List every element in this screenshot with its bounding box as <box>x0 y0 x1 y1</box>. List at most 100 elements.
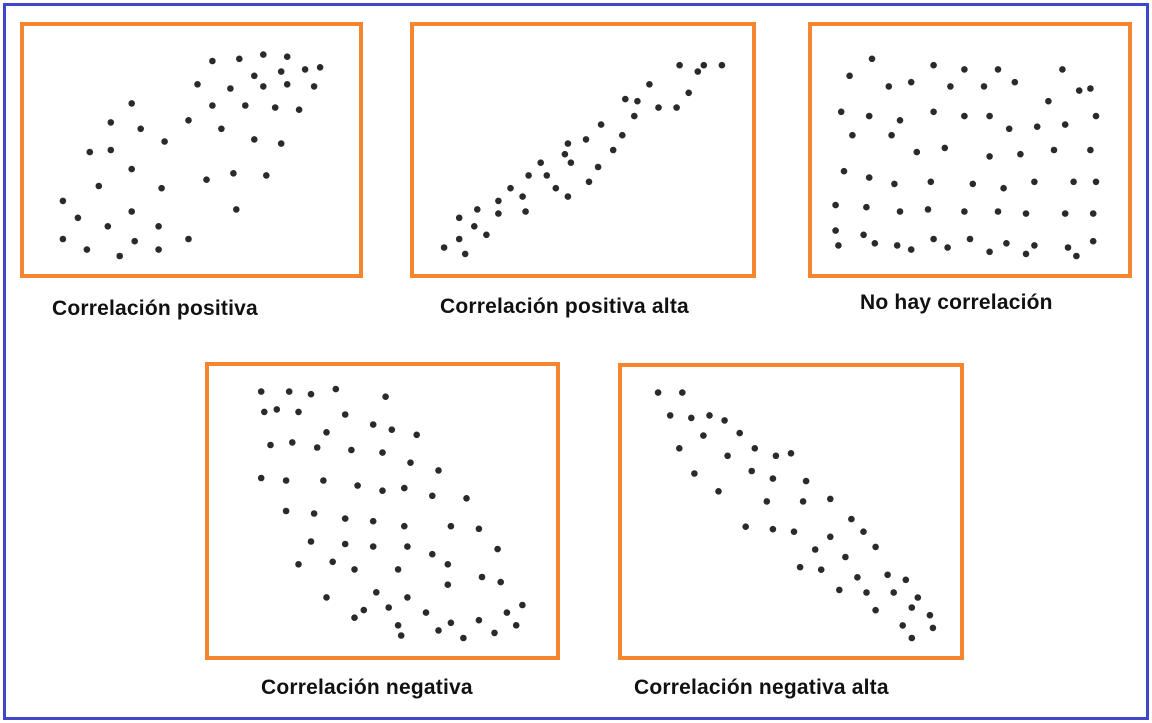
scatter-point <box>461 250 469 258</box>
scatter-point <box>59 197 67 205</box>
scatter-point <box>429 492 436 500</box>
scatter-point <box>475 616 483 624</box>
scatter-point <box>980 83 988 90</box>
scatter-point <box>413 431 420 439</box>
scatter-point <box>863 203 870 211</box>
scatter-point <box>1089 237 1097 245</box>
scatter-point <box>332 385 340 393</box>
scatter-point <box>369 421 377 428</box>
scatter-plot <box>654 389 937 642</box>
scatter-point <box>769 475 777 482</box>
scatter-point <box>865 112 873 120</box>
scatter-point <box>329 558 336 566</box>
scatter-point <box>440 244 448 251</box>
scatter-point <box>289 439 296 446</box>
scatter-point <box>475 525 483 533</box>
scatter-point <box>407 459 414 466</box>
scatter-point <box>447 619 455 627</box>
scatter-point <box>194 81 201 88</box>
scatter-point <box>519 193 526 200</box>
scatter-point <box>401 522 408 530</box>
scatter-point <box>104 223 112 230</box>
scatter-point <box>811 546 819 553</box>
scatter-point <box>1089 210 1097 217</box>
scatter-point <box>924 206 932 213</box>
scatter-point <box>1045 97 1052 105</box>
scatter-point <box>388 426 396 433</box>
scatter-point <box>865 174 873 181</box>
scatter-point <box>360 606 368 614</box>
scatter-point <box>519 601 526 609</box>
scatter-point <box>927 178 935 186</box>
scatter-plot <box>59 51 324 260</box>
scatter-point <box>185 117 192 124</box>
scatter-point <box>837 108 845 116</box>
scatter-point <box>503 609 511 616</box>
scatter-point <box>676 445 683 452</box>
scatter-point <box>263 172 270 179</box>
scatter-point <box>836 586 843 594</box>
scatter-point <box>273 406 281 413</box>
scatter-point <box>282 507 290 515</box>
scatter-point <box>899 622 906 629</box>
scatter-point <box>351 614 358 621</box>
scatter-point <box>1092 178 1100 186</box>
scatter-point <box>236 55 243 63</box>
scatter-point <box>929 624 937 632</box>
scatter-point <box>817 566 825 573</box>
scatter-point <box>369 543 377 550</box>
scatter-point <box>944 244 951 251</box>
scatter-point <box>316 64 324 71</box>
scatter-point <box>914 594 922 601</box>
scatter-point <box>691 470 698 477</box>
scatter-point <box>512 622 520 629</box>
scatter-point <box>1087 85 1094 92</box>
scatter-point <box>379 487 386 494</box>
scatter-point <box>700 432 707 439</box>
scatter-point <box>930 235 937 243</box>
scatter-point <box>907 78 915 86</box>
scatter-point <box>447 522 455 530</box>
scatter-point <box>283 81 291 88</box>
scatter-point <box>323 429 330 436</box>
scatter-point <box>483 231 490 239</box>
scatter-point <box>860 528 867 535</box>
scatter-point <box>282 477 290 484</box>
scatter-point <box>435 627 442 634</box>
scatter-point <box>888 131 895 139</box>
scatter-point <box>907 246 915 253</box>
scatter-point <box>158 184 165 192</box>
scatter-point <box>260 83 267 90</box>
scatter-point <box>494 545 501 553</box>
scatter-point <box>307 538 315 545</box>
scatter-point <box>283 53 291 60</box>
scatter-plot <box>440 61 726 258</box>
scatter-point <box>137 125 144 133</box>
scatter-point <box>724 452 731 460</box>
scatter-point <box>128 208 135 215</box>
scatter-panel-negative <box>205 362 560 660</box>
scatter-point <box>872 606 879 614</box>
scatter-point <box>203 176 210 183</box>
scatter-point <box>1031 178 1038 186</box>
scatter-point <box>230 170 237 177</box>
scatter-point <box>491 629 498 637</box>
scatter-point <box>718 61 726 69</box>
scatter-point <box>369 517 377 525</box>
scatter-point <box>796 563 804 571</box>
scatter-point <box>986 112 993 120</box>
scatter-point <box>86 148 94 156</box>
scatter-point <box>351 566 358 573</box>
scatter-point <box>251 72 258 80</box>
scatter-point <box>666 412 674 419</box>
scatter-point <box>619 131 626 139</box>
scatter-point <box>295 106 303 113</box>
scatter-point <box>131 237 138 245</box>
scatter-point <box>994 208 1002 215</box>
scatter-point <box>218 125 225 133</box>
scatter-point <box>295 408 302 416</box>
scatter-point <box>233 206 240 213</box>
scatter-point <box>688 414 695 422</box>
scatter-point <box>341 540 349 548</box>
scatter-point <box>209 57 216 65</box>
